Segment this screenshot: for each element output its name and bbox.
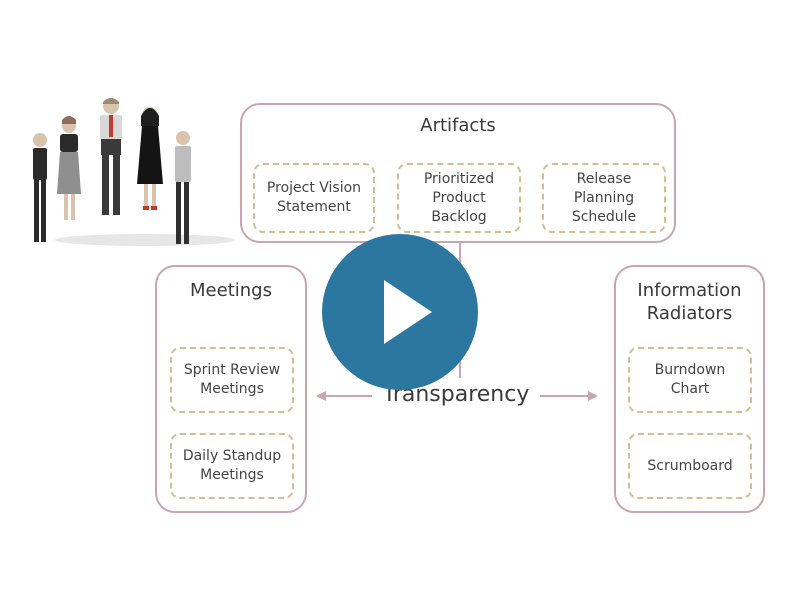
artifact-item-project-vision: Project Vision Statement: [253, 163, 375, 233]
person-figure: [137, 107, 163, 210]
info-radiators-title: Information Radiators: [637, 280, 742, 324]
meetings-group: Meetings Sprint Review Meetings Daily St…: [155, 265, 307, 513]
radiator-item-scrumboard: Scrumboard: [628, 433, 752, 499]
play-button[interactable]: [322, 234, 478, 390]
artifact-item-product-backlog: Prioritized Product Backlog: [397, 163, 521, 233]
person-figure: [33, 133, 47, 242]
meeting-item-daily-standup: Daily Standup Meetings: [170, 433, 294, 499]
meeting-item-sprint-review: Sprint Review Meetings: [170, 347, 294, 413]
artifacts-group: Artifacts Project Vision Statement Prior…: [240, 103, 676, 243]
people-group-illustration: [33, 98, 235, 246]
arrow-left-icon: [316, 391, 326, 401]
person-figure: [100, 98, 122, 215]
meetings-title: Meetings: [190, 280, 272, 301]
radiator-item-burndown: Burndown Chart: [628, 347, 752, 413]
person-figure: [175, 131, 191, 244]
info-radiators-group: Information Radiators Burndown Chart Scr…: [614, 265, 765, 513]
artifact-item-release-planning: Release Planning Schedule: [542, 163, 666, 233]
play-icon: [384, 280, 432, 344]
arrow-right-icon: [588, 391, 598, 401]
person-figure: [57, 116, 81, 220]
artifacts-title: Artifacts: [420, 115, 496, 136]
